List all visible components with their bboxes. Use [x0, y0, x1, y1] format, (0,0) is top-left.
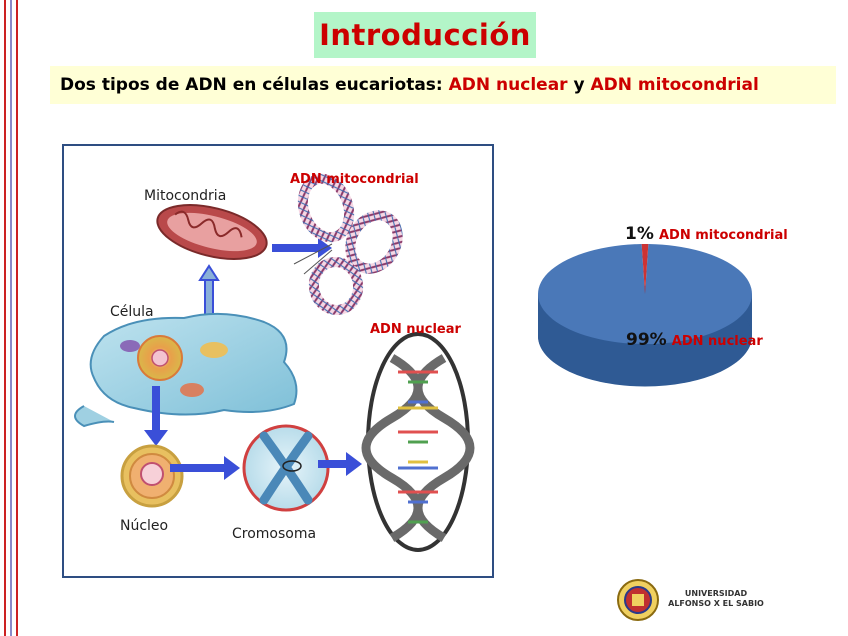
- cell-image: [74, 312, 298, 428]
- pie-pct-mitocondrial: 1%: [625, 224, 654, 244]
- subtitle-adn-mitocondrial: ADN mitocondrial: [590, 75, 759, 95]
- subtitle-adn-nuclear: ADN nuclear: [448, 75, 568, 95]
- pie-chart: [538, 244, 752, 387]
- nucleus-image: [120, 444, 184, 508]
- mtdna-rings-image: [293, 173, 403, 315]
- arrow-cell-to-nucleus: [144, 386, 168, 446]
- margin-line-red: [4, 0, 6, 636]
- margin-line-blue: [10, 0, 12, 636]
- cell-diagram: [74, 173, 475, 552]
- university-name-line-1: UNIVERSIDAD: [684, 589, 748, 598]
- label-nucleo: Núcleo: [120, 518, 169, 534]
- subtitle-connector: y: [567, 75, 591, 95]
- subtitle-box: Dos tipos de ADN en células eucariotas: …: [50, 66, 836, 104]
- label-mitocondria: Mitocondria: [144, 188, 227, 204]
- pie-name-nuclear: ADN nuclear: [671, 334, 763, 349]
- subtitle-part-1: Dos tipos de ADN en células eucariotas:: [60, 75, 449, 95]
- university-seal-icon: [617, 579, 659, 621]
- pie-name-mitocondrial: ADN mitocondrial: [658, 228, 788, 243]
- pie-pct-nuclear: 99%: [626, 330, 667, 350]
- university-name: UNIVERSIDAD ALFONSO X EL SABIO: [666, 589, 766, 609]
- pie-slice-nuclear: [538, 244, 752, 344]
- diagram-frame: Mitocondria ADN mitocondrial Célula ADN …: [62, 144, 494, 578]
- mitochondrion-image: [156, 204, 268, 260]
- title-box: Introducción: [314, 12, 536, 58]
- arrow-nucleus-to-chromosome: [170, 456, 240, 480]
- label-adn-nuclear: ADN nuclear: [370, 322, 461, 337]
- label-celula: Célula: [110, 304, 154, 320]
- pie-label-mitocondrial: 1% ADN mitocondrial: [625, 224, 788, 244]
- label-cromosoma: Cromosoma: [232, 526, 317, 542]
- university-name-line-2: ALFONSO X EL SABIO: [668, 599, 764, 608]
- pie-slice-mitocondrial: [641, 244, 649, 294]
- label-adn-mitocondrial: ADN mitocondrial: [290, 172, 419, 187]
- arrow-chromosome-to-dna: [318, 452, 362, 476]
- margin-line-red-2: [16, 0, 18, 636]
- chromosome-image: [242, 424, 330, 512]
- university-logo: UNIVERSIDAD ALFONSO X EL SABIO: [616, 578, 776, 622]
- nuclear-dna-image: [361, 332, 475, 552]
- pie-label-nuclear: 99% ADN nuclear: [626, 330, 763, 350]
- slide-title: Introducción: [319, 18, 531, 52]
